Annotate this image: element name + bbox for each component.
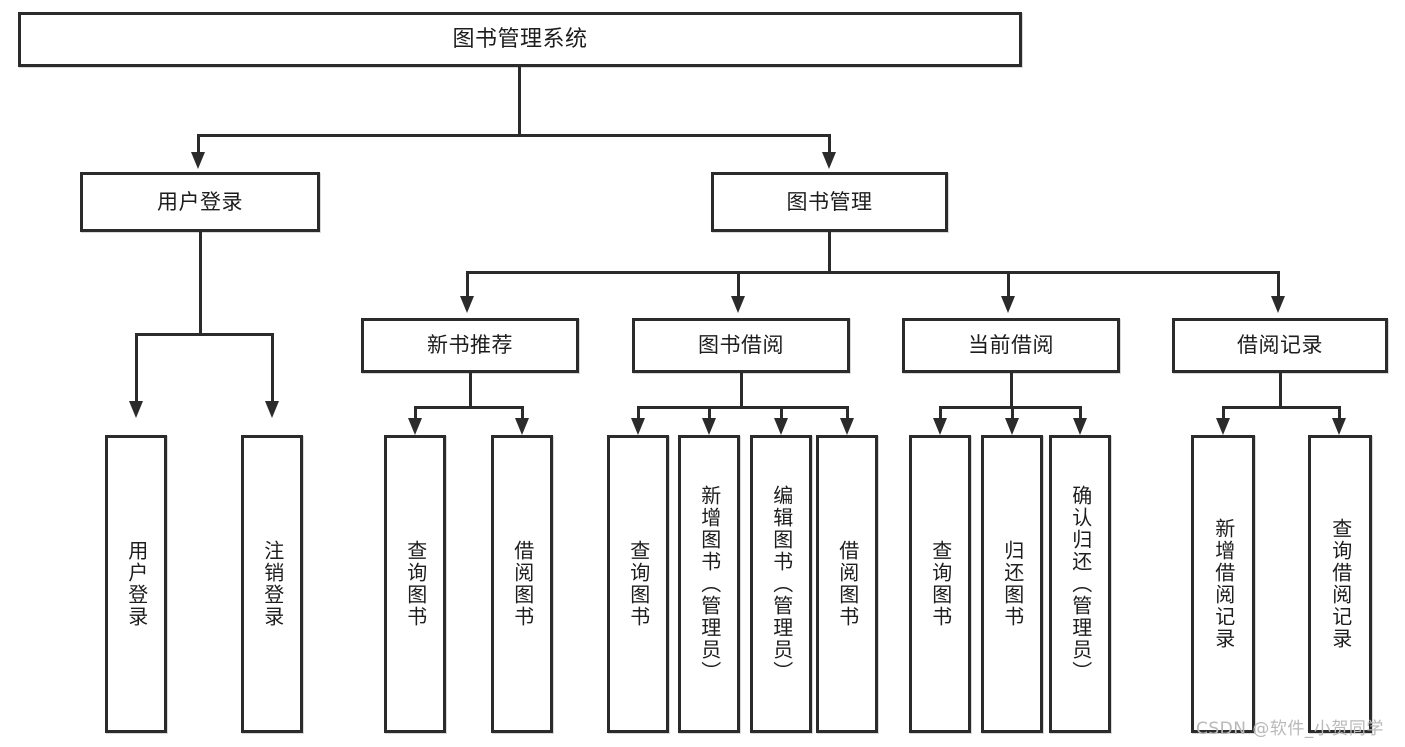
leaf-borrow-record-query[interactable]: 查询借阅记录 xyxy=(1308,435,1372,733)
connector-user-login-stem xyxy=(199,232,202,336)
node-label: 确认归还（管理员） xyxy=(1068,485,1093,683)
connector-book-borrow-drop-1 xyxy=(637,406,640,420)
node-label: 新增借阅记录 xyxy=(1211,518,1236,650)
connector-current-borrow-drop-2 xyxy=(1011,406,1014,420)
connector-book-mgmt-drop-4 xyxy=(1277,271,1280,299)
leaf-book-borrow-add[interactable]: 新增图书（管理员） xyxy=(678,435,740,733)
node-label: 查询图书 xyxy=(403,540,428,628)
arrowhead-current-borrow-1 xyxy=(933,418,947,435)
node-label: 图书管理系统 xyxy=(452,26,588,52)
arrowhead-current-borrow-2 xyxy=(1005,418,1019,435)
node-label: 查询图书 xyxy=(626,540,651,628)
leaf-book-borrow-query[interactable]: 查询图书 xyxy=(607,435,669,733)
connector-new-book-drop-1 xyxy=(414,406,417,420)
connector-current-borrow-drop-1 xyxy=(939,406,942,420)
leaf-user-login-logout[interactable]: 注销登录 xyxy=(241,435,303,733)
leaf-book-borrow-edit[interactable]: 编辑图书（管理员） xyxy=(750,435,812,733)
leaf-user-login-login[interactable]: 用户登录 xyxy=(105,435,167,733)
connector-user-login-drop-1 xyxy=(135,333,138,405)
arrowhead-borrow-record-1 xyxy=(1216,418,1230,435)
leaf-current-borrow-confirm[interactable]: 确认归还（管理员） xyxy=(1049,435,1111,733)
leaf-new-book-borrow[interactable]: 借阅图书 xyxy=(491,435,553,733)
node-label: 查询图书 xyxy=(928,540,953,628)
node-label: 编辑图书（管理员） xyxy=(769,485,794,683)
arrowhead-level3-4 xyxy=(1271,296,1285,313)
connector-book-mgmt-bar xyxy=(466,271,1280,274)
connector-root-to-user-login xyxy=(197,134,200,156)
arrowhead-new-book-1 xyxy=(408,418,422,435)
arrowhead-book-borrow-2 xyxy=(702,418,716,435)
connector-user-login-drop-2 xyxy=(271,333,274,405)
connector-borrow-record-drop-1 xyxy=(1222,406,1225,420)
node-label: 归还图书 xyxy=(1000,540,1025,628)
connector-new-book-drop-2 xyxy=(521,406,524,420)
arrowhead-level3-2 xyxy=(731,296,745,313)
node-label: 用户登录 xyxy=(124,540,149,628)
node-root-system[interactable]: 图书管理系统 xyxy=(18,12,1022,67)
arrowhead-root-to-user-login xyxy=(191,152,205,169)
arrowhead-book-borrow-4 xyxy=(840,418,854,435)
connector-new-book-bar xyxy=(414,406,524,409)
arrowhead-level3-3 xyxy=(1001,296,1015,313)
leaf-current-borrow-query[interactable]: 查询图书 xyxy=(909,435,971,733)
node-user-login[interactable]: 用户登录 xyxy=(80,172,320,232)
connector-current-borrow-stem xyxy=(1010,373,1013,409)
arrowhead-root-to-book-mgmt xyxy=(822,152,836,169)
leaf-borrow-record-add[interactable]: 新增借阅记录 xyxy=(1191,435,1255,733)
node-label: 注销登录 xyxy=(260,540,285,628)
connector-root-stem xyxy=(518,67,521,134)
arrowhead-level3-1 xyxy=(460,296,474,313)
connector-book-borrow-drop-2 xyxy=(708,406,711,420)
node-label: 图书管理 xyxy=(786,189,873,214)
node-label: 用户登录 xyxy=(157,189,243,214)
node-label: 新增图书（管理员） xyxy=(697,485,722,683)
arrowhead-book-borrow-3 xyxy=(774,418,788,435)
connector-book-borrow-drop-4 xyxy=(846,406,849,420)
connector-user-login-bar xyxy=(135,333,274,336)
connector-book-mgmt-stem xyxy=(828,232,831,274)
connector-borrow-record-stem xyxy=(1279,373,1282,409)
node-book-management[interactable]: 图书管理 xyxy=(711,172,948,232)
arrowhead-user-login-2 xyxy=(265,401,279,418)
node-book-borrow[interactable]: 图书借阅 xyxy=(632,318,850,373)
watermark-text: CSDN @软件_小贺同学 xyxy=(1196,719,1384,739)
node-label: 借阅记录 xyxy=(1237,333,1323,358)
connector-current-borrow-drop-3 xyxy=(1079,406,1082,420)
node-label: 图书借阅 xyxy=(698,333,784,358)
leaf-book-borrow-borrow[interactable]: 借阅图书 xyxy=(816,435,878,733)
connector-current-borrow-bar xyxy=(939,406,1082,409)
connector-borrow-record-drop-2 xyxy=(1338,406,1341,420)
connector-book-borrow-drop-3 xyxy=(780,406,783,420)
arrowhead-borrow-record-2 xyxy=(1332,418,1346,435)
connector-book-mgmt-drop-3 xyxy=(1007,271,1010,299)
connector-root-to-book-mgmt xyxy=(828,134,831,156)
leaf-new-book-query[interactable]: 查询图书 xyxy=(384,435,446,733)
arrowhead-new-book-2 xyxy=(515,418,529,435)
leaf-current-borrow-return[interactable]: 归还图书 xyxy=(981,435,1043,733)
connector-borrow-record-bar xyxy=(1222,406,1341,409)
arrowhead-user-login-1 xyxy=(129,401,143,418)
node-label: 借阅图书 xyxy=(835,540,860,628)
node-label: 查询借阅记录 xyxy=(1328,518,1353,650)
node-new-book-recommend[interactable]: 新书推荐 xyxy=(361,318,579,373)
connector-book-mgmt-drop-2 xyxy=(737,271,740,299)
node-label: 借阅图书 xyxy=(510,540,535,628)
node-current-borrow[interactable]: 当前借阅 xyxy=(902,318,1120,373)
node-label: 当前借阅 xyxy=(968,333,1054,358)
node-borrow-record[interactable]: 借阅记录 xyxy=(1172,318,1388,373)
arrowhead-current-borrow-3 xyxy=(1073,418,1087,435)
arrowhead-book-borrow-1 xyxy=(631,418,645,435)
connector-book-mgmt-drop-1 xyxy=(466,271,469,299)
connector-new-book-stem xyxy=(469,373,472,409)
connector-root-bar xyxy=(197,134,831,137)
connector-book-borrow-stem xyxy=(740,373,743,409)
connector-book-borrow-bar xyxy=(637,406,849,409)
node-label: 新书推荐 xyxy=(427,333,513,358)
